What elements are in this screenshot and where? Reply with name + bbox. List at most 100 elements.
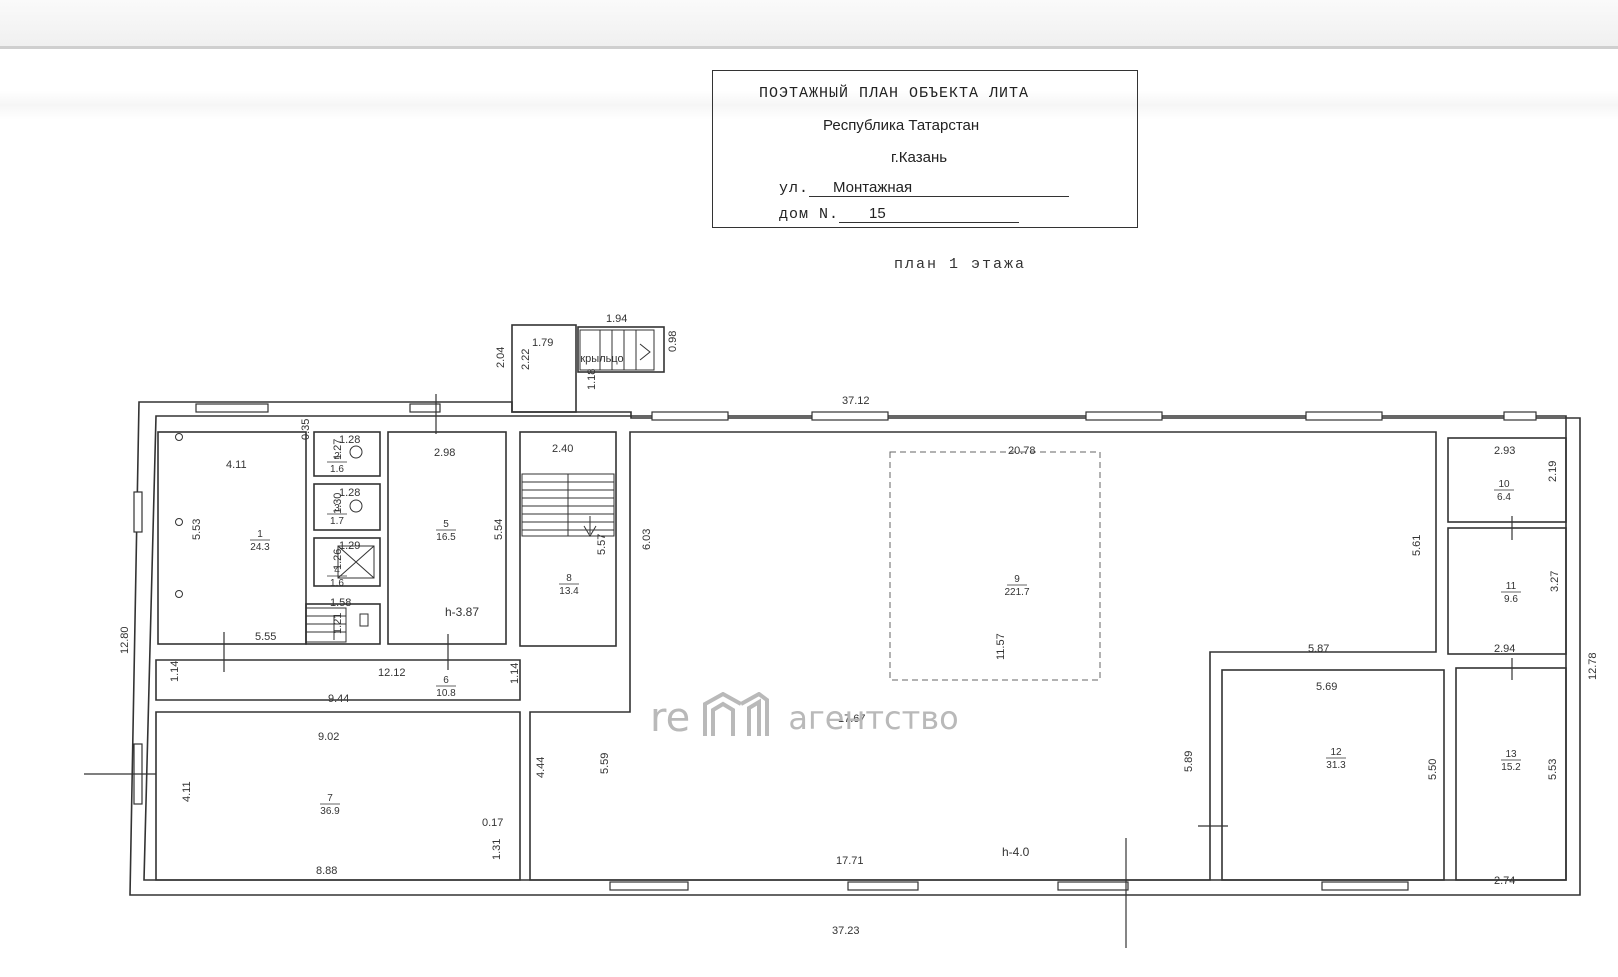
windows [133,403,1537,891]
house-line: дом N. 15 [779,205,1020,223]
dimension-r2-a: 0.35 [300,419,312,440]
dimension-r4-w: 1.29 [339,540,360,552]
plan-title: план 1 этажа [894,256,1026,273]
dimension-r4-h: 1.26 [332,549,344,570]
room-12-label: 12 31.3 [1326,747,1346,771]
room-9-label: 9 221.7 [1004,574,1029,598]
dimension-r7-w: 9.02 [318,731,339,743]
dashed-outline [889,451,1101,681]
street-prefix: ул. [779,180,810,197]
ceiling-height-2: h-4.0 [1002,845,1030,859]
house-number: 15 [869,205,886,222]
dimension-r1-bot: 5.55 [255,631,276,643]
ceiling-height-1: h-3.87 [445,605,479,619]
room-area: 1.6 [330,578,344,589]
room-area: 1.6 [330,464,344,475]
dimension-vest-w: 1.79 [532,337,553,349]
room-number: 8 [566,573,572,584]
dimension-vest-h2: 2.22 [520,349,532,370]
dimension-r13-w: 2.74 [1494,875,1515,887]
room-labels: 124.321.631.741.6516.5610.8736.9813.4922… [250,451,1521,817]
room-area: 221.7 [1004,587,1029,598]
room-number: 4 [334,565,340,576]
room-area: 15.2 [1501,762,1521,773]
dimension-porch-w: 1.94 [606,313,627,325]
dimension-r7-top: 9.44 [328,693,349,705]
room-5-label: 516.5 [436,519,456,543]
dimension-r8-h: 5.57 [596,534,608,555]
scan-top-strip [0,0,1618,49]
dimension-bot-total: 37.23 [832,925,860,937]
room-1-label: 124.3 [250,529,270,553]
house-prefix: дом N. [779,206,840,223]
dimension-r12-w: 5.69 [1316,681,1337,693]
extension-lines [84,394,1513,948]
dimension-r9-bot: 17.71 [836,855,864,867]
watermark-prefix: re [650,695,691,741]
plan-header-title: ПОЭТАЖНЫЙ ПЛАН ОБЪЕКТА ЛИТА [759,85,1030,102]
dimension-stair-h: 1.21 [332,613,344,634]
dimension-r5-w: 2.98 [434,447,455,459]
room-area: 36.9 [320,806,340,817]
dimension-r10-h: 2.19 [1547,461,1559,482]
room-10-label: 106.4 [1494,479,1514,503]
dimension-r7-rh: 4.44 [535,757,547,778]
dimension-r2-w: 1.28 [339,434,360,446]
dimension-r9-5-59: 5.59 [599,753,611,774]
room-area: 24.3 [250,542,270,553]
room-area: 1.7 [330,516,344,527]
dimension-r9-rh: 5.61 [1411,535,1423,556]
street-line: ул. Монтажная [779,179,1070,197]
stairs [305,329,655,643]
dimension-vest-h1: 2.04 [495,347,507,368]
watermark-suffix: агентство [788,699,959,737]
dimension-r7-bot: 8.88 [316,865,337,877]
room-area: 13.4 [559,586,579,597]
dimension-porch-d: 0.98 [667,331,679,352]
dimension-top-total: 37.12 [842,395,870,407]
dimension-r11-h: 3.27 [1549,571,1561,592]
dimension-corr-w: 12.12 [378,667,406,679]
dimension-r3-w: 1.28 [339,487,360,499]
room-11-label: 119.6 [1501,581,1521,605]
dimension-r11-w: 2.94 [1494,643,1515,655]
dimension-r3-h: 1.30 [332,493,344,514]
dimension-r7-j: 0.17 [482,817,503,829]
room-8-label: 813.4 [559,573,579,597]
room-number: 1 [257,529,263,540]
dimension-r7-j2: 1.31 [491,839,503,860]
room-2-label: 21.6 [327,451,347,475]
dimension-corr-h: 1.14 [169,661,181,682]
room-7-label: 736.9 [320,793,340,817]
room-number: 10 [1498,479,1510,490]
room-area: 31.3 [1326,760,1346,771]
room-number: 11 [1506,581,1517,592]
room-number: 2 [334,451,340,462]
room-area: 6.4 [1497,492,1511,503]
room-number: 9 [1014,574,1020,585]
room-number: 5 [443,519,449,530]
room-number: 12 [1330,747,1342,758]
room-3-label: 31.7 [327,503,347,527]
dimension-r10-w: 2.93 [1494,445,1515,457]
dimension-r12-rh: 5.50 [1427,759,1439,780]
room-6-label: 610.8 [436,675,456,699]
fixtures [175,433,375,627]
region-text: Республика Татарстан [823,117,980,134]
dimension-r2-h: 1.27 [332,439,344,460]
dimension-vest-h3: 1.18 [586,369,598,390]
dimension-r9-mid: 11.57 [995,633,1007,660]
city-text: г.Казань [891,149,948,166]
street-name: Монтажная [833,179,913,196]
dimension-r1-h: 5.53 [191,519,203,540]
building-logo-icon [701,691,771,744]
dimension-r13-h: 5.53 [1547,759,1559,780]
dimension-r7-h: 4.11 [181,781,193,802]
room-area: 10.8 [436,688,456,699]
dimension-r9-top: 20.78 [1008,445,1036,457]
room-area: 9.6 [1504,594,1518,605]
room-number: 6 [443,675,449,686]
